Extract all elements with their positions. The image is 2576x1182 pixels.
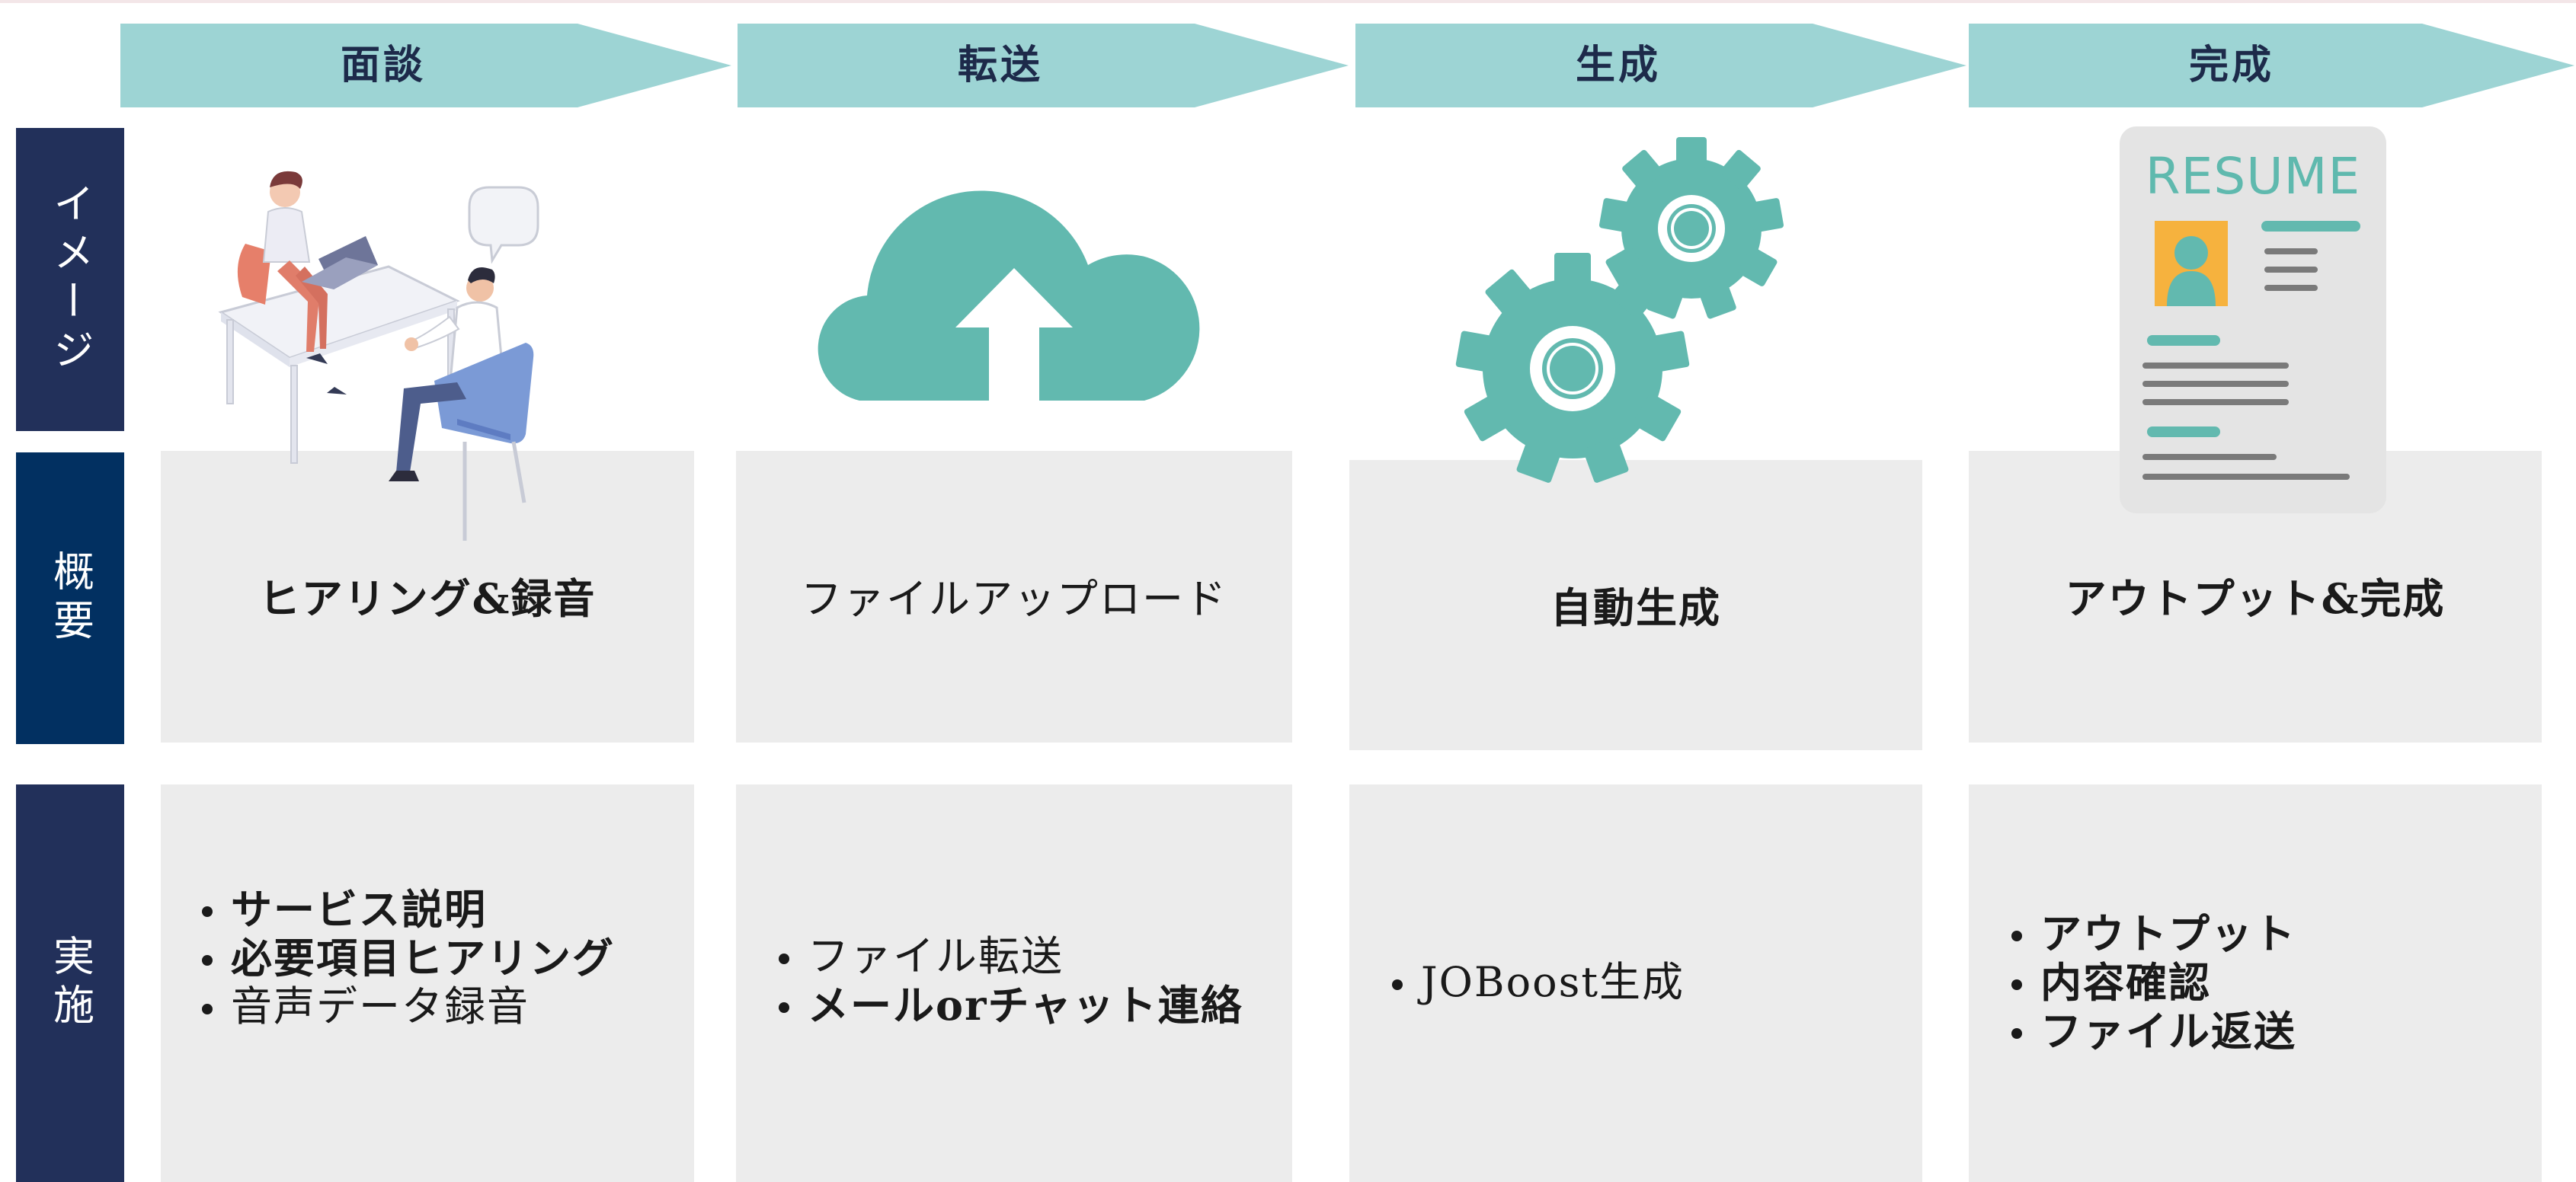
- execution-list-1: サービス説明 必要項目ヒアリング 音声データ録音: [197, 885, 615, 1031]
- step-arrow-transfer: 転送: [738, 24, 1349, 107]
- arrow-shape: [120, 24, 731, 107]
- gears-icon: [1455, 137, 1784, 483]
- overview-text-1: ヒアリング&録音: [258, 574, 597, 623]
- execution-cell-4: アウトプット 内容確認 ファイル返送: [1969, 784, 2542, 1182]
- cloud-upload-icon: [818, 190, 1200, 401]
- overview-text-3: 自動生成: [1550, 583, 1721, 632]
- execution-item: メールorチャット連絡: [774, 981, 1243, 1030]
- interview-illustration-icon: [218, 171, 539, 541]
- execution-cell-2: ファイル転送 メールorチャット連絡: [736, 784, 1292, 1182]
- step-arrow-generate: 生成: [1355, 24, 1966, 107]
- execution-item: 内容確認: [2007, 958, 2296, 1007]
- row-label-overview: 概要: [16, 452, 124, 744]
- resume-document-icon: RESUME: [2120, 126, 2386, 513]
- step-label-interview: 面談: [340, 42, 426, 88]
- arrow-shape: [738, 24, 1349, 107]
- overview-cell-2: ファイルアップロード: [736, 451, 1292, 743]
- execution-list-4: アウトプット 内容確認 ファイル返送: [2007, 909, 2296, 1056]
- overview-text-4: アウトプット&完成: [2065, 574, 2446, 623]
- execution-item: アウトプット: [2007, 909, 2296, 958]
- arrow-shape: [1355, 24, 1966, 107]
- step-label-generate: 生成: [1575, 42, 1661, 88]
- execution-item: サービス説明: [197, 885, 615, 934]
- row-label-execution-text: 実施: [46, 934, 94, 1032]
- step-label-transfer: 転送: [957, 42, 1043, 88]
- step-arrow-complete: 完成: [1969, 24, 2574, 107]
- overview-text-2: ファイルアップロード: [801, 575, 1227, 623]
- arrow-shape: [1969, 24, 2574, 107]
- row-label-image-text: イメージ: [46, 182, 94, 377]
- step-arrow-interview: 面談: [120, 24, 731, 107]
- execution-item: JOBoost生成: [1387, 958, 1685, 1007]
- row-label-image: イメージ: [16, 128, 124, 431]
- row-label-execution: 実施: [16, 784, 124, 1182]
- execution-list-3: JOBoost生成: [1387, 958, 1685, 1007]
- resume-heading: RESUME: [2146, 147, 2360, 206]
- execution-item: 必要項目ヒアリング: [197, 934, 615, 982]
- execution-item: 音声データ録音: [197, 982, 615, 1031]
- execution-list-2: ファイル転送 メールorチャット連絡: [774, 932, 1243, 1030]
- overview-cell-3: 自動生成: [1349, 460, 1922, 750]
- overview-cell-1: ヒアリング&録音: [161, 451, 694, 743]
- top-edge-line: [0, 0, 2576, 3]
- execution-item: ファイル返送: [2007, 1007, 2296, 1056]
- execution-cell-1: サービス説明 必要項目ヒアリング 音声データ録音: [161, 784, 694, 1182]
- execution-cell-3: JOBoost生成: [1349, 784, 1922, 1182]
- row-label-overview-text: 概要: [46, 549, 94, 647]
- execution-item: ファイル転送: [774, 932, 1243, 981]
- step-label-complete: 完成: [2188, 42, 2274, 88]
